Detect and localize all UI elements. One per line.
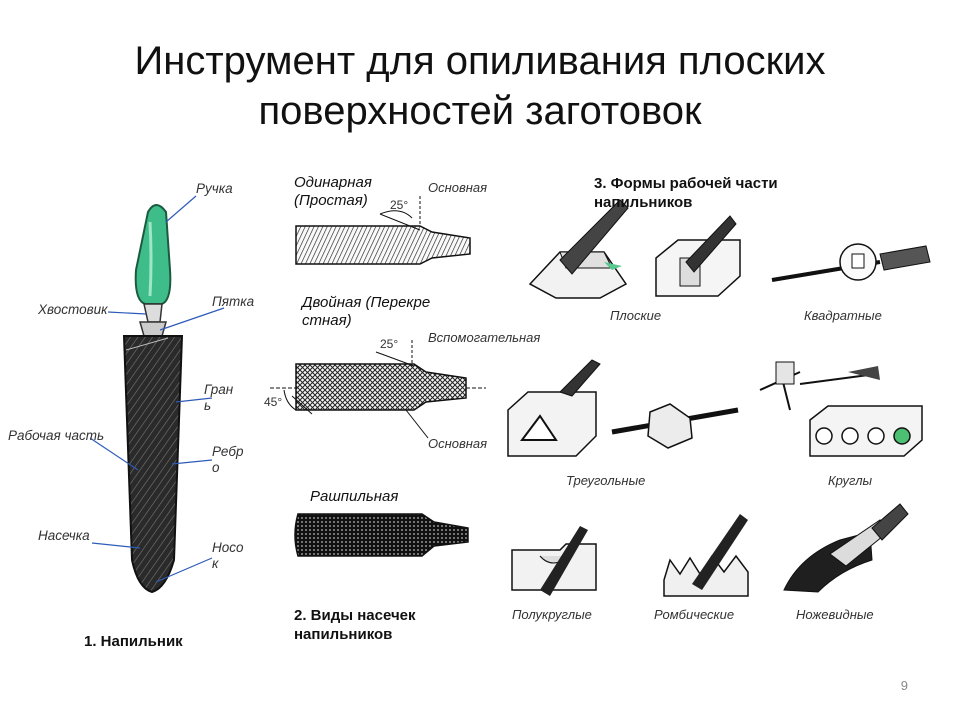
rhombic-file-shape — [663, 514, 749, 597]
triangular-file-shape — [507, 359, 601, 457]
page-number: 9 — [900, 678, 908, 693]
triangular-file-tool — [611, 403, 739, 449]
single-cut-file — [295, 196, 471, 265]
double-cut-file — [270, 340, 486, 439]
flat-file-shape-2 — [655, 215, 741, 297]
knife-file-shape — [783, 503, 909, 593]
caption-shapes: 3. Формы рабочей части напильников — [594, 175, 778, 211]
label-round: Круглы — [828, 473, 873, 488]
label-rhombic: Ромбические — [654, 607, 735, 622]
label-double-main: Основная — [428, 436, 488, 451]
title-line-1: Инструмент для опиливания плоских — [134, 39, 826, 83]
round-file-shape — [759, 361, 923, 457]
rasp-file — [294, 513, 469, 557]
label-rasp: Рашпильная — [310, 488, 399, 505]
label-angle-45: 45° — [264, 395, 283, 409]
halfround-file-shape — [511, 526, 597, 596]
label-angle-25-b: 25° — [380, 337, 399, 351]
label-heel: Пятка — [212, 294, 255, 309]
file-working-part — [122, 335, 184, 594]
label-angle-25-a: 25° — [390, 198, 409, 212]
label-handle: Ручка — [196, 181, 233, 196]
file-handle — [134, 204, 172, 305]
label-single-main: Основная — [428, 180, 488, 195]
label-knife: Ножевидные — [796, 607, 874, 622]
label-teeth: Насечка — [38, 528, 90, 543]
caption-file: 1. Напильник — [84, 633, 183, 650]
label-tip: Носок — [212, 540, 244, 571]
caption-cut-types: 2. Виды насечек напильников — [294, 607, 416, 643]
label-face: Грань — [204, 382, 234, 413]
label-working-part: Рабочая часть — [8, 428, 105, 443]
title-line-2: поверхностей заготовок — [258, 89, 702, 133]
label-square: Квадратные — [804, 308, 882, 323]
label-single-cut: Одинарная (Простая) — [294, 174, 372, 209]
label-edge: Ребро — [212, 444, 244, 475]
label-flat: Плоские — [610, 308, 662, 323]
label-triangular: Треугольные — [566, 473, 646, 488]
slide-title: Инструмент для опиливания плоских поверх… — [0, 36, 960, 136]
label-shank: Хвостовик — [38, 302, 108, 317]
label-auxiliary: Вспомогательная — [428, 330, 541, 345]
label-double-cut: Двойная (Перекрестная) — [302, 294, 431, 329]
label-halfround: Полукруглые — [512, 607, 592, 622]
square-file-shape — [771, 243, 931, 282]
flat-file-shape-1 — [528, 199, 629, 299]
